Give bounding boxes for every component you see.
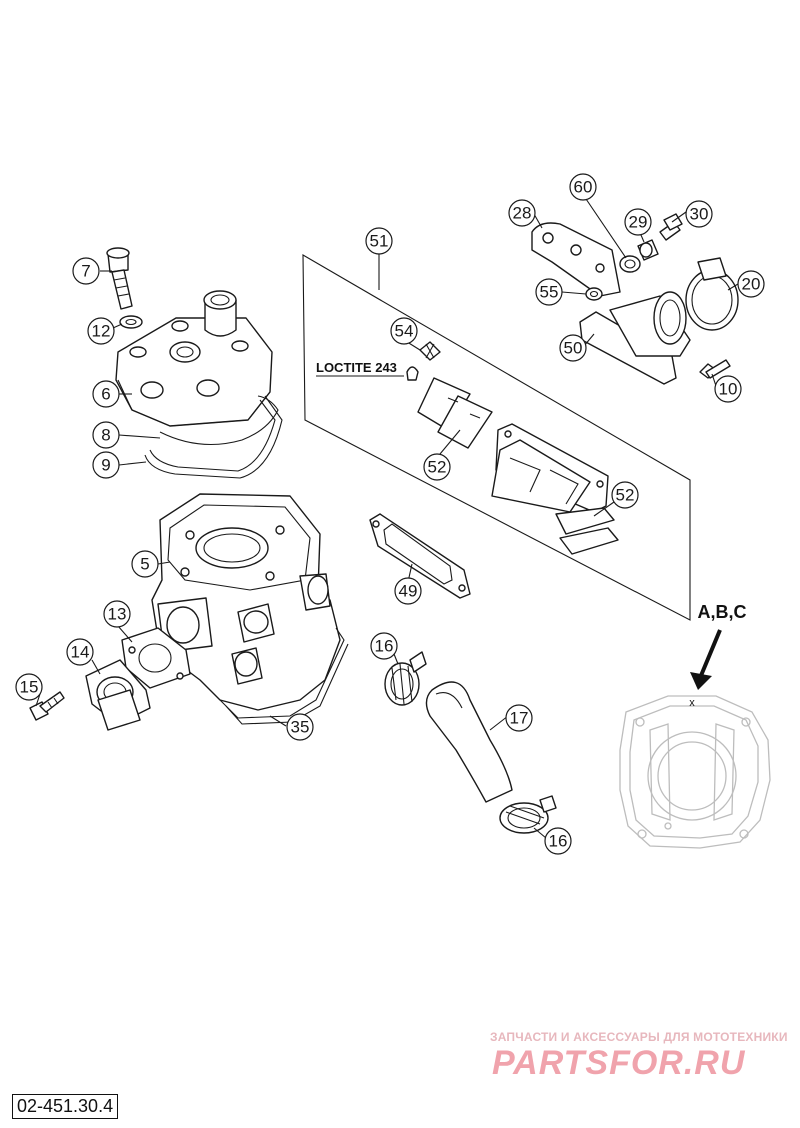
callout-50: 50 [559, 334, 587, 362]
washer-12 [119, 315, 143, 329]
svg-text:10: 10 [719, 380, 738, 399]
callout-5: 5 [131, 550, 159, 578]
reed-block [491, 423, 609, 513]
svg-text:15: 15 [20, 678, 39, 697]
svg-text:8: 8 [101, 426, 110, 445]
svg-text:6: 6 [101, 385, 110, 404]
head-o-ring-8 [159, 395, 279, 446]
callout-28: 28 [508, 199, 536, 227]
bearing-16-lower [499, 795, 557, 834]
callout-20: 20 [737, 270, 765, 298]
svg-text:51: 51 [370, 232, 389, 251]
svg-text:60: 60 [574, 178, 593, 197]
bolt-10 [699, 359, 731, 379]
watermark-tagline: ЗАПЧАСТИ И АКСЕССУАРЫ ДЛЯ МОТОТЕХНИКИ [490, 1030, 788, 1044]
callout-6: 6 [92, 380, 120, 408]
callout-8: 8 [92, 421, 120, 449]
svg-text:16: 16 [375, 637, 394, 656]
diagram-part-number: 02-451.30.4 [12, 1094, 119, 1119]
callout-35: 35 [286, 713, 314, 741]
callout-17: 17 [505, 704, 533, 732]
svg-text:5: 5 [140, 555, 149, 574]
callout-16-upper: 16 [370, 632, 398, 660]
hose-clamp-20 [685, 257, 739, 331]
svg-text:16: 16 [549, 832, 568, 851]
bracket-28 [531, 222, 621, 297]
reed-gasket-49 [369, 513, 471, 599]
svg-text:50: 50 [564, 339, 583, 358]
variant-mark: x [689, 697, 695, 709]
svg-text:7: 7 [81, 262, 90, 281]
callout-13: 13 [103, 600, 131, 628]
head-gasket-9 [144, 395, 283, 479]
cylinder-head [115, 290, 273, 427]
svg-text:14: 14 [71, 643, 90, 662]
svg-text:28: 28 [513, 204, 532, 223]
callout-51: 51 [365, 227, 393, 255]
cylinder [151, 493, 341, 711]
svg-text:13: 13 [108, 605, 127, 624]
intake-manifold-50 [579, 291, 691, 385]
svg-text:52: 52 [616, 486, 635, 505]
callout-12: 12 [87, 317, 115, 345]
callout-16-lower: 16 [544, 827, 572, 855]
callout-52-lower: 52 [611, 481, 639, 509]
callout-15: 15 [15, 673, 43, 701]
variant-arrow [690, 629, 722, 690]
screw-54 [406, 341, 441, 381]
svg-text:55: 55 [540, 283, 559, 302]
svg-text:20: 20 [742, 275, 761, 294]
callout-9: 9 [92, 451, 120, 479]
callout-30: 30 [685, 200, 713, 228]
callout-29: 29 [624, 208, 652, 236]
reed-valve-kit-box [302, 254, 691, 621]
loctite-label: LOCTITE 243 [316, 360, 397, 375]
bolt-15 [29, 691, 65, 721]
svg-text:9: 9 [101, 456, 110, 475]
reed-petals-52-lower [555, 507, 619, 555]
watermark-logo: PARTSFOR.RU [492, 1044, 746, 1082]
variant-label: A,B,C [698, 602, 747, 622]
callout-7: 7 [72, 257, 100, 285]
svg-text:30: 30 [690, 205, 709, 224]
intake-hose-17 [425, 681, 513, 803]
svg-text:35: 35 [291, 718, 310, 737]
spacer-60 [619, 255, 641, 273]
callout-52-upper: 52 [423, 453, 451, 481]
callout-60: 60 [569, 173, 597, 201]
exhaust-flange-14 [85, 659, 151, 731]
screw-30 [659, 213, 683, 241]
bolt-7 [106, 247, 133, 310]
bearing-16-upper [384, 651, 427, 706]
svg-text:12: 12 [92, 322, 111, 341]
reed-petals-52-upper [417, 377, 493, 449]
callout-14: 14 [66, 638, 94, 666]
svg-text:29: 29 [629, 213, 648, 232]
callout-10: 10 [714, 375, 742, 403]
variant-view-cylinder-outline [619, 695, 771, 849]
svg-text:52: 52 [428, 458, 447, 477]
callout-55: 55 [535, 278, 563, 306]
bushing-29 [637, 239, 659, 261]
washer-55 [585, 287, 603, 301]
svg-text:54: 54 [395, 322, 414, 341]
svg-text:17: 17 [510, 709, 529, 728]
leader-lines [35, 195, 739, 839]
callout-49: 49 [394, 577, 422, 605]
svg-text:49: 49 [399, 582, 418, 601]
callout-54: 54 [390, 317, 418, 345]
